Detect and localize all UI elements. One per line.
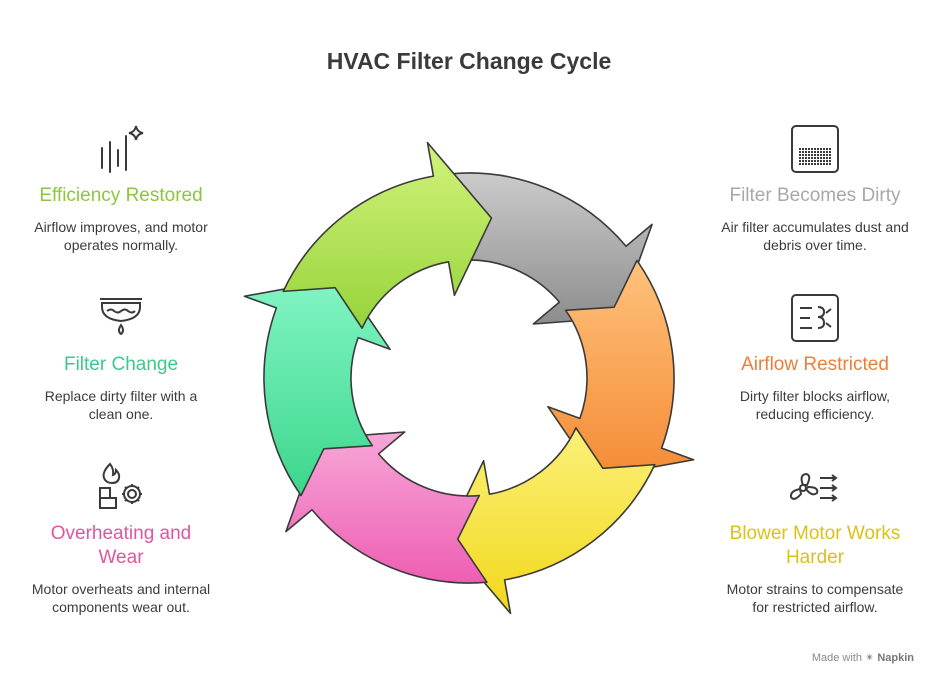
step-filter-change: Filter Change Replace dirty filter with …	[6, 293, 236, 423]
watermark-prefix: Made with	[811, 652, 862, 664]
step-heading: Filter Becomes Dirty	[729, 185, 901, 206]
step-efficiency-restored: Efficiency Restored Airflow improves, an…	[6, 124, 236, 254]
step-filter-becomes-dirty: Filter Becomes Dirty Air filter accumula…	[700, 124, 930, 254]
dirty-filter-icon	[791, 125, 839, 173]
cycle-arrow-filter-change	[243, 277, 391, 497]
step-description: Airflow improves, and motor operates nor…	[34, 219, 208, 253]
sparkle-airflow-icon	[101, 125, 144, 173]
step-description: Air filter accumulates dust and debris o…	[721, 219, 909, 253]
cycle-segments	[243, 141, 695, 615]
fire-gear-icon	[99, 462, 142, 509]
cycle-arrow-airflow-restricted	[547, 259, 695, 479]
step-description: Motor strains to compensate for restrict…	[726, 581, 904, 615]
step-heading: Overheating and Wear	[50, 523, 192, 568]
step-heading: Efficiency Restored	[39, 185, 203, 206]
step-heading: Filter Change	[63, 354, 179, 375]
diagram-title: HVAC Filter Change Cycle	[326, 48, 612, 74]
cycle-arrow-filter-dirty	[450, 172, 653, 325]
step-airflow-restricted: Airflow Restricted Dirty filter blocks a…	[700, 293, 930, 423]
step-overheating-and-wear: Overheating and Wear Motor overheats and…	[6, 462, 236, 616]
blocked-airflow-icon	[791, 294, 839, 342]
fan-icon	[790, 472, 838, 502]
napkin-logo-icon: ✴	[865, 652, 875, 664]
cycle-arrow-blower-motor	[445, 427, 656, 615]
watermark-brand: Napkin	[877, 652, 914, 664]
step-description: Dirty filter blocks airflow, reducing ef…	[739, 388, 891, 422]
cycle-arrow-overheating	[285, 431, 488, 584]
step-description: Replace dirty filter with a clean one.	[44, 388, 198, 422]
cycle-arrow-efficiency-restored	[282, 141, 493, 329]
step-description: Motor overheats and internal components …	[31, 581, 211, 615]
napkin-watermark: Made with ✴ Napkin	[812, 651, 914, 664]
step-heading: Blower Motor Works Harder	[729, 523, 901, 568]
filter-replace-icon	[100, 298, 142, 336]
step-blower-motor-works-harder: Blower Motor Works Harder Motor strains …	[700, 462, 930, 616]
step-heading: Airflow Restricted	[741, 354, 889, 375]
